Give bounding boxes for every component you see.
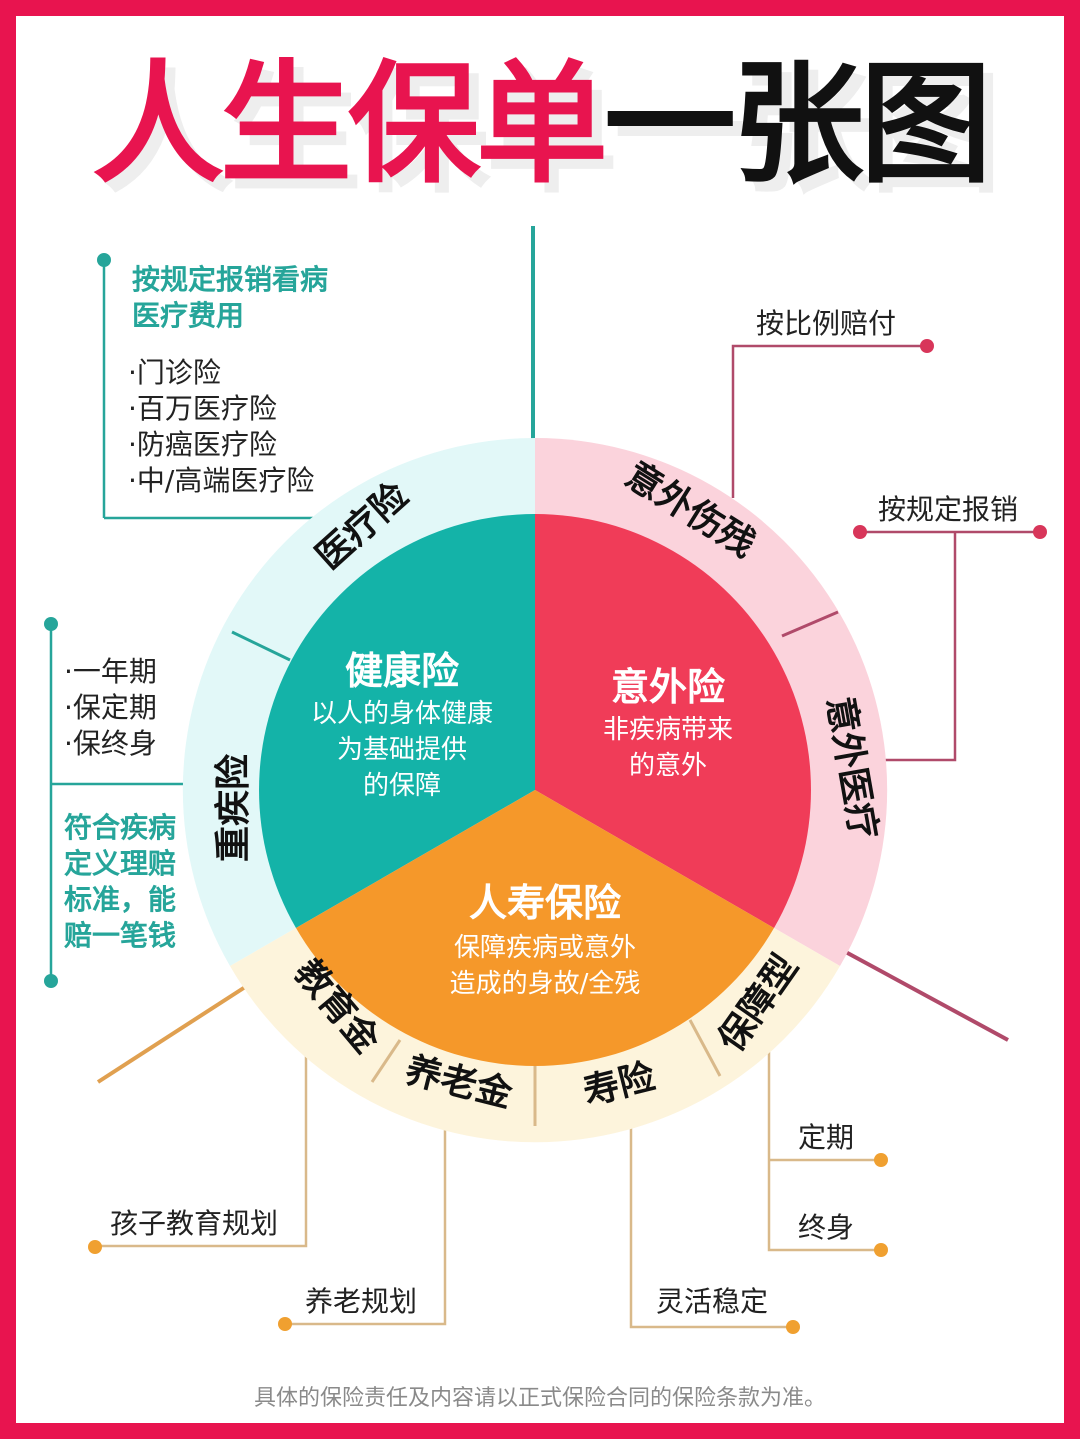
protection-term-note: 定期 [798,1121,855,1154]
critical-headline-line: 定义理赔 [64,847,177,880]
disability-dot-icon [920,339,934,353]
life-desc: 保障疾病或意外 造成的身故/全残 [405,930,685,1002]
medical-list-item: ·防癌医疗险 [128,428,277,461]
education-connector [96,1040,308,1248]
accident-medical-note: 按规定报销 [878,493,1019,526]
disability-connector [731,344,926,498]
life-ring-divider-3 [688,1019,722,1077]
medical-list-item: ·门诊险 [128,356,221,389]
medical-list-item: ·百万医疗险 [128,392,277,425]
life-pie-slice[interactable] [296,790,774,1066]
critical-term-item: ·保终身 [64,727,157,760]
accident-pie-slice[interactable] [535,514,811,928]
health-pie-slice[interactable] [259,514,535,928]
education-note: 孩子教育规划 [110,1207,279,1240]
pension-connector [286,1114,447,1326]
medical-headline: 按规定报销看病 医疗费用 [132,262,328,334]
pension-dot-icon [278,1317,292,1331]
medical-headline-line: 医疗费用 [132,299,245,332]
health-desc-line: 为基础提供 [336,735,467,765]
page-title: 人生保单一张图 [0,40,1080,210]
health-desc-line: 的保障 [362,771,441,801]
health-desc-line: 以人的身体健康 [310,699,493,729]
critical-term-item: ·一年期 [64,655,157,688]
term-life-connector [629,1116,792,1329]
footer-disclaimer: 具体的保险责任及内容请以正式保险合同的保险条款为准。 [253,1386,826,1411]
ring-label-critical: 重疾险 [213,753,254,862]
education-dot-icon [88,1240,102,1254]
critical-headline-line: 标准，能 [64,883,177,916]
life-desc-line: 保障疾病或意外 [453,933,636,963]
protection-term-dot-icon [874,1153,888,1167]
accident-desc: 非疾病带来 的意外 [558,712,778,784]
protection-whole-dot-icon [874,1243,888,1257]
life-desc-line: 造成的身故/全残 [449,969,641,999]
critical-headline-line: 赔一笔钱 [64,919,177,952]
title-part-red: 人生保单 [92,48,608,202]
critical-term-item: ·保定期 [64,691,157,724]
life-ring-divider-1 [370,1039,402,1083]
disability-note: 按比例赔付 [756,307,897,340]
accident-ring-divider [781,610,839,638]
medical-dot-icon [97,253,111,267]
health-ring-divider [231,630,291,662]
accident-title: 意外险 [610,665,725,709]
accident-desc-line: 的意外 [628,751,707,781]
health-life-divider [96,978,258,1084]
protection-connector [767,1040,880,1252]
accident-medical-connector [884,532,957,762]
term-life-dot-icon [786,1320,800,1334]
critical-headline: 符合疾病 定义理赔 标准，能 赔一笔钱 [64,810,176,954]
pension-note: 养老规划 [305,1285,418,1318]
accident-life-divider [841,948,1009,1042]
accident-desc-line: 非疾病带来 [602,715,733,745]
medical-list-item: ·中/高端医疗险 [128,464,315,497]
life-title: 人寿保险 [468,881,621,925]
protection-whole-note: 终身 [798,1211,855,1244]
medical-list: ·门诊险 ·百万医疗险 ·防癌医疗险 ·中/高端医疗险 [128,355,314,499]
critical-dot-bottom-icon [44,974,58,988]
health-title: 健康险 [344,649,459,693]
critical-dot-top-icon [44,617,58,631]
critical-headline-line: 符合疾病 [64,811,177,844]
accident-medical-dot-right-icon [1033,525,1047,539]
term-life-note: 灵活稳定 [656,1285,769,1318]
medical-headline-line: 按规定报销看病 [132,263,329,296]
health-desc: 以人的身体健康 为基础提供 的保障 [272,696,532,804]
title-part-black: 一张图 [604,48,992,202]
accident-medical-dot-left-icon [853,525,867,539]
critical-term-list: ·一年期 ·保定期 ·保终身 [64,654,157,762]
